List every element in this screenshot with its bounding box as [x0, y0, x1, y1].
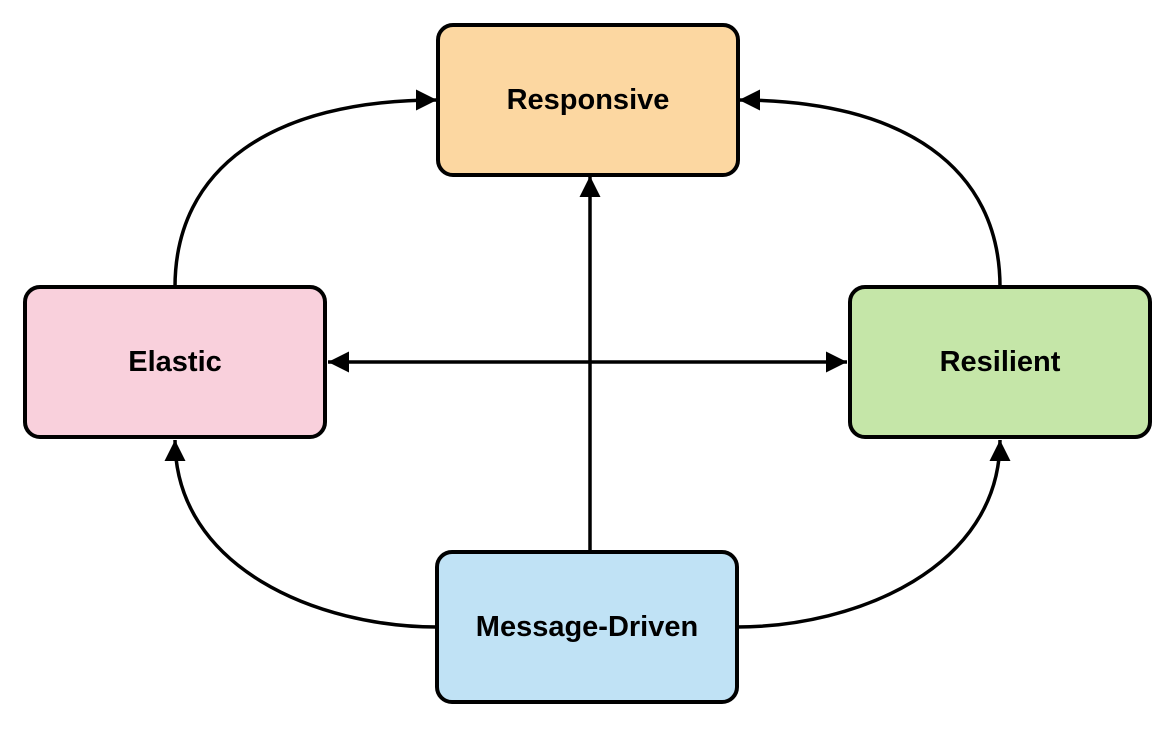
node-responsive-box	[436, 23, 740, 177]
node-resilient: Resilient	[848, 285, 1152, 439]
node-responsive-label: Responsive	[507, 84, 670, 116]
edge-elastic-to-responsive	[173, 89, 438, 288]
node-message-driven-label: Message-Driven	[476, 611, 698, 643]
node-message-driven: Message-Driven	[435, 550, 739, 704]
node-elastic: Elastic	[23, 285, 327, 439]
node-resilient-label: Resilient	[940, 346, 1061, 378]
node-elastic-box	[23, 285, 327, 439]
node-resilient-box	[848, 285, 1152, 439]
edge-message-driven-to-resilient	[736, 439, 1011, 629]
node-message-driven-box	[435, 550, 739, 704]
node-responsive: Responsive	[436, 23, 740, 177]
edge-message-driven-to-elastic	[164, 439, 438, 629]
node-elastic-label: Elastic	[128, 346, 222, 378]
edge-resilient-to-responsive	[738, 89, 1002, 288]
edge-layer	[164, 89, 1011, 629]
